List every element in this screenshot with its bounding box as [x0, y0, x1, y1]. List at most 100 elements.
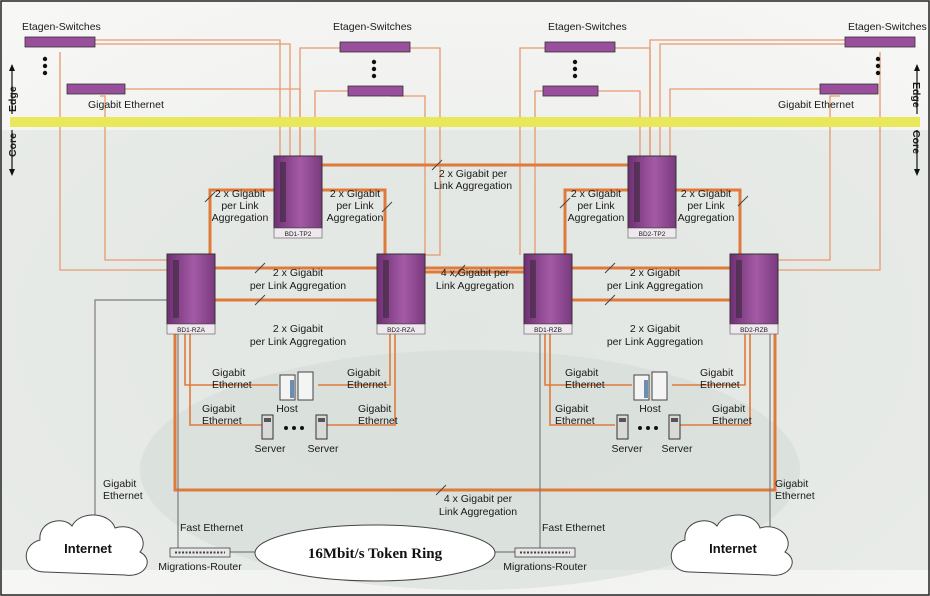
server-2a: [616, 414, 629, 440]
floor-switch: [24, 36, 96, 48]
agg-label: Link Aggregation: [434, 180, 512, 192]
floor-switches-label: Etagen-Switches: [22, 21, 101, 33]
token-ring: [254, 524, 496, 582]
agg-label: Aggregation: [327, 212, 384, 224]
link-label: Ethernet: [347, 379, 387, 391]
agg-label: 2 x Gigabit: [273, 267, 323, 279]
floor-switch: [66, 83, 126, 95]
link-label: Ethernet: [202, 415, 242, 427]
internet-label: Internet: [709, 541, 757, 556]
switch-label: BD1-TP2: [285, 231, 312, 238]
gigabit-ethernet-label: Gigabit Ethernet: [778, 99, 854, 111]
link-label: Ethernet: [358, 415, 398, 427]
agg-label: Aggregation: [678, 212, 735, 224]
core-switch-bd2-tp2: BD2-TP2: [627, 155, 677, 239]
fast-ethernet-label: Fast Ethernet: [542, 522, 605, 534]
gigabit-ethernet-label: Gigabit Ethernet: [88, 99, 164, 111]
migration-router-right: [514, 547, 576, 558]
link-label: Gigabit: [103, 478, 136, 490]
agg-label: 4 x Gigabit per: [444, 493, 513, 505]
switch-label: BD2-RZA: [387, 327, 415, 334]
edge-core-marker-left: Edge Core: [7, 64, 19, 176]
edge-label-right: Edge: [910, 82, 922, 108]
floor-switches-label: Etagen-Switches: [848, 21, 927, 33]
migration-router-label: Migrations-Router: [503, 561, 587, 573]
floor-switch-group-3: [542, 41, 616, 97]
server-dots-2: [638, 426, 658, 430]
floor-switch-group-2: [339, 41, 411, 97]
link-label: Gigabit: [358, 403, 391, 415]
floor-switches-label: Etagen-Switches: [333, 21, 412, 33]
edge-label-left: Edge: [7, 86, 19, 112]
core-switch-bd2-rza: BD2-RZA: [376, 253, 426, 335]
edge-core-marker-right: Edge Core: [910, 64, 922, 176]
link-label: Gigabit: [565, 367, 598, 379]
link-label: Ethernet: [555, 415, 595, 427]
server-label: Server: [662, 443, 693, 455]
floor-switch: [542, 85, 599, 97]
agg-label: Aggregation: [212, 212, 269, 224]
link-label: Gigabit: [212, 367, 245, 379]
host-label: Host: [276, 403, 298, 415]
agg-label: 4 x Gigabit per: [441, 267, 510, 279]
agg-label: 2 x Gigabit: [630, 267, 680, 279]
link-label: Gigabit: [555, 403, 588, 415]
link-label: Ethernet: [565, 379, 605, 391]
link-label: Gigabit: [712, 403, 745, 415]
agg-label: per Link: [687, 200, 725, 212]
server-1a: [261, 414, 274, 440]
agg-label: per Link: [577, 200, 615, 212]
core-label-left: Core: [7, 133, 19, 157]
aggregation-markers: [204, 159, 749, 496]
internet-cloud-right: [670, 514, 793, 576]
agg-label: 2 x Gigabit per: [439, 168, 508, 180]
host-links: [184, 330, 751, 426]
core-switch-bd1-tp2: BD1-TP2: [273, 155, 323, 239]
link-label: Ethernet: [775, 490, 815, 502]
agg-label: per Link Aggregation: [607, 280, 703, 292]
agg-label: 2 x Gigabit: [630, 323, 680, 335]
internet-label: Internet: [64, 541, 112, 556]
switch-label: BD1-RZA: [177, 327, 205, 334]
floor-switches-label: Etagen-Switches: [548, 21, 627, 33]
link-label: Gigabit: [202, 403, 235, 415]
migration-router-left: [169, 547, 231, 558]
agg-label: Link Aggregation: [439, 506, 517, 518]
agg-label: per Link Aggregation: [607, 336, 703, 348]
host-1: [279, 371, 314, 401]
token-ring-label: 16Mbit/s Token Ring: [308, 546, 443, 562]
agg-label: 2 x Gigabit: [681, 188, 731, 200]
floor-switch: [819, 83, 879, 95]
labels: Etagen-Switches Etagen-Switches Etagen-S…: [22, 21, 927, 573]
link-label: Ethernet: [212, 379, 252, 391]
link-label: Ethernet: [103, 490, 143, 502]
floor-switch-group-4: [819, 36, 916, 95]
agg-label: per Link Aggregation: [250, 336, 346, 348]
floor-switch-group-1: [24, 36, 126, 95]
core-switch-bd2-rzb: BD2-RZB: [729, 253, 779, 335]
agg-label: Link Aggregation: [436, 280, 514, 292]
server-label: Server: [255, 443, 286, 455]
switch-label: BD1-RZB: [534, 327, 562, 334]
backbone-bar: [10, 117, 920, 127]
server-2b: [668, 414, 681, 440]
host-2: [633, 371, 668, 401]
agg-label: per Link Aggregation: [250, 280, 346, 292]
switch-label: BD2-RZB: [740, 327, 768, 334]
agg-label: 2 x Gigabit: [273, 323, 323, 335]
server-1b: [315, 414, 328, 440]
floor-switch: [347, 85, 404, 97]
core-links: [173, 163, 777, 492]
core-switch-bd1-rza: BD1-RZA: [166, 253, 216, 335]
fast-ethernet-label: Fast Ethernet: [180, 522, 243, 534]
link-label: Ethernet: [712, 415, 752, 427]
agg-label: 2 x Gigabit: [215, 188, 265, 200]
agg-label: Aggregation: [568, 212, 625, 224]
server-label: Server: [612, 443, 643, 455]
access-links: [94, 299, 771, 553]
switch-label: BD2-TP2: [639, 231, 666, 238]
link-label: Gigabit: [700, 367, 733, 379]
